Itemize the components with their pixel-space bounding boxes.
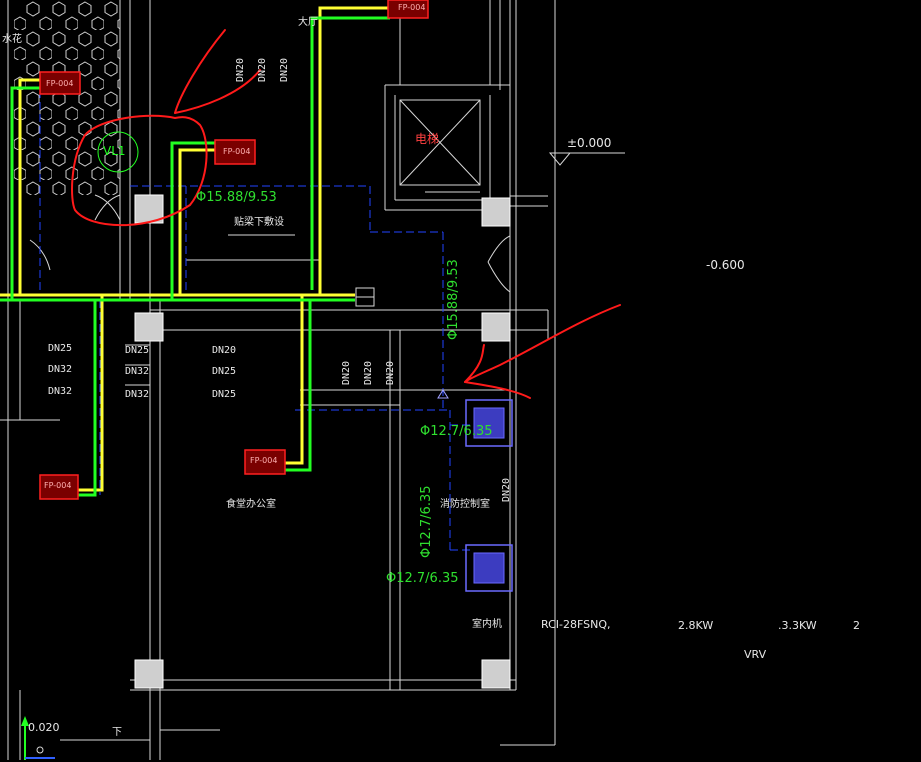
dn25-left: DN25	[48, 343, 73, 354]
down-label: 下	[112, 727, 122, 738]
valve-symbol	[355, 287, 375, 307]
dn20-v7: DN20	[501, 477, 512, 502]
dn32-mid-1: DN32	[125, 366, 150, 377]
dn20-v3: DN20	[279, 57, 290, 82]
level-020: 0.020	[28, 721, 60, 734]
fp004-label-3: FP-004	[44, 481, 72, 490]
equipment-heating: .3.3KW	[778, 619, 817, 632]
dn32-mid-2: DN32	[125, 389, 150, 400]
elevator-label: 电梯	[415, 132, 440, 146]
equipment-cooling: 2.8KW	[678, 619, 714, 632]
dn32-left-2: DN32	[48, 386, 73, 397]
fp004-label-2: FP-004	[223, 147, 251, 156]
dn20-v2: DN20	[257, 57, 268, 82]
pipe-size-12-7-a: Φ12.7/6.35	[420, 424, 493, 439]
level-symbol	[548, 152, 572, 166]
fp004-label-1: FP-004	[46, 79, 74, 88]
dn20-v5: DN20	[363, 360, 374, 385]
equipment-system: VRV	[744, 648, 767, 661]
red-annotations	[71, 29, 621, 399]
vl1-circle	[97, 131, 139, 173]
flower-label: 水花	[2, 34, 22, 45]
doors	[29, 194, 511, 386]
level-neg: -0.600	[706, 258, 745, 272]
dn32-left-1: DN32	[48, 364, 73, 375]
axis-gizmo	[21, 716, 55, 760]
yellow-pipes	[0, 6, 390, 492]
dn25-mid: DN25	[125, 345, 150, 356]
level-zero: ±0.000	[567, 136, 612, 150]
hall-label: 大厅	[298, 17, 318, 28]
floor-tile-hatch	[14, 0, 120, 195]
dn20-v1: DN20	[235, 57, 246, 82]
equipment-model: RCI-28FSNQ,	[541, 618, 611, 631]
canteen-office-label: 食堂办公室	[226, 499, 276, 510]
equipment-qty: 2	[853, 619, 860, 632]
equipment-name: 室内机	[472, 619, 502, 630]
cassette-units	[465, 399, 513, 592]
fp004-label-4: FP-004	[250, 456, 278, 465]
vl1-label: VL1	[103, 144, 126, 158]
pipe-size-12-7-c: Φ12.7/6.35	[386, 571, 459, 586]
elevator-shaft	[399, 99, 481, 193]
green-pipes	[0, 16, 390, 497]
level-marker	[437, 389, 449, 399]
columns	[134, 194, 511, 689]
fire-control-room-label: 消防控制室	[440, 499, 490, 510]
fan-coil-units	[39, 0, 429, 500]
dn25-mid-2: DN25	[212, 366, 237, 377]
pipe-size-15-88-v: Φ15.88/9.53	[446, 259, 461, 340]
dn20-v4: DN20	[341, 360, 352, 385]
dn20-mid: DN20	[212, 345, 237, 356]
beam-note: 贴梁下敷设	[234, 217, 284, 228]
pipe-size-12-7-b: Φ12.7/6.35	[419, 485, 434, 558]
fp004-label-top: FP-004	[398, 3, 426, 12]
dn25-mid-3: DN25	[212, 389, 237, 400]
dn20-v6: DN20	[385, 360, 396, 385]
pipe-size-15-88-h: Φ15.88/9.53	[196, 190, 277, 205]
